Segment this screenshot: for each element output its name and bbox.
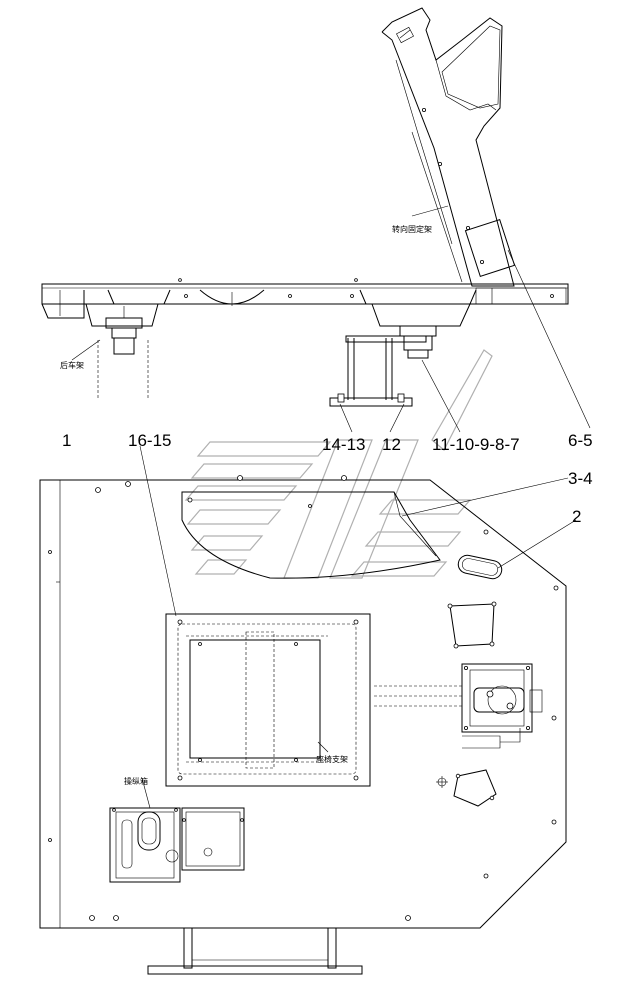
note-seat-bracket: 座椅支架 bbox=[316, 754, 348, 764]
oblong-slot bbox=[457, 554, 503, 580]
callout-part-3-4: 3-4 bbox=[568, 469, 593, 488]
main-plate bbox=[39, 475, 567, 929]
right-rubber-mount bbox=[329, 303, 471, 407]
callout-part-14-13: 14-13 bbox=[322, 435, 365, 454]
steering-bracket bbox=[381, 7, 516, 287]
leader-lines bbox=[139, 249, 591, 809]
watermark-logo bbox=[184, 349, 493, 579]
callout-part-11-10-9-8-7: 11-10-9-8-7 bbox=[432, 435, 520, 454]
top-plate-side-view bbox=[41, 278, 569, 319]
control-box bbox=[109, 807, 245, 883]
seat-cover-dome bbox=[181, 491, 441, 579]
valve-assembly bbox=[374, 663, 543, 749]
square-mount bbox=[447, 601, 497, 649]
pentagon-plate bbox=[436, 769, 497, 807]
seat-bracket-plate bbox=[165, 613, 371, 787]
bottom-pedestal bbox=[147, 927, 363, 975]
note-rear-frame: 后车架 bbox=[60, 360, 84, 370]
callout-part-1: 1 bbox=[62, 431, 71, 450]
callout-part-6-5: 6-5 bbox=[568, 431, 593, 450]
note-steering-bracket: 转向固定架 bbox=[392, 224, 432, 234]
left-rubber-mount bbox=[71, 303, 159, 398]
callout-part-2: 2 bbox=[572, 507, 581, 526]
note-control-box: 操纵箱 bbox=[124, 776, 148, 786]
callout-part-16-15: 16-15 bbox=[128, 431, 171, 450]
callout-part-12: 12 bbox=[382, 435, 401, 454]
